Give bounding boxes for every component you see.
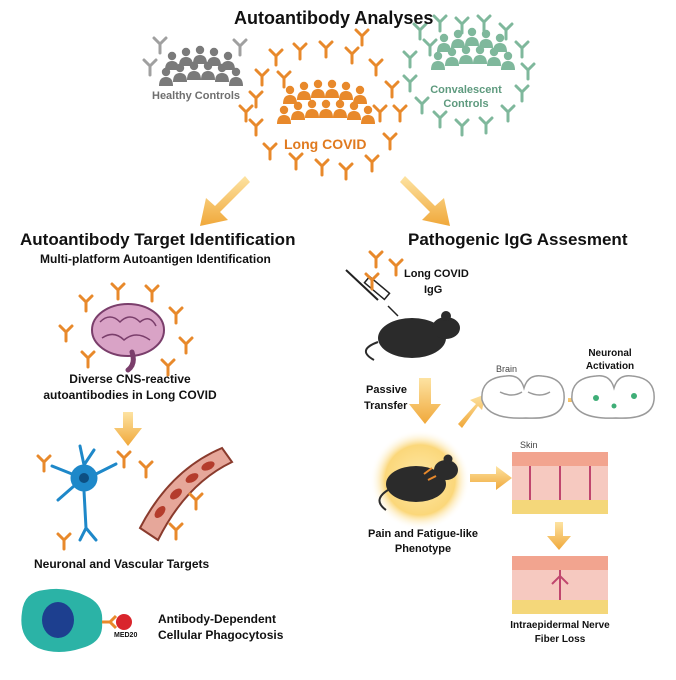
mouse-top-illustration xyxy=(365,311,460,361)
arrow-to-left xyxy=(200,176,250,226)
med20-label: MED20 xyxy=(114,632,138,639)
arrow-to-skin xyxy=(470,466,512,490)
syringe-illustration xyxy=(345,269,399,317)
nerve-label-1: Intraepidermal Nerve xyxy=(510,620,610,631)
activated-brain-slice xyxy=(571,375,655,419)
neuro-label-1: Neuronal xyxy=(588,348,632,359)
right-heading: Pathogenic IgG Assesment xyxy=(408,230,628,249)
cns-label-2: autoantibodies in Long COVID xyxy=(43,388,217,402)
healthy-controls-group xyxy=(159,45,243,86)
pain-label-1: Pain and Fatigue-like xyxy=(367,528,479,540)
brain-label: Brain xyxy=(496,364,518,374)
left-heading: Autoantibody Target Identification xyxy=(20,230,296,249)
brain-illustration xyxy=(91,303,165,373)
igg-label-1: Long COVID xyxy=(404,268,469,280)
neuron-illustration xyxy=(50,444,118,542)
left-subheading: Multi-platform Autoantigen Identificatio… xyxy=(40,252,271,266)
convalescent-label-1: Convalescent xyxy=(430,84,502,96)
long-covid-label: Long COVID xyxy=(284,136,367,152)
arrow-skin-to-nerve-loss xyxy=(547,522,571,550)
skin-label: Skin xyxy=(520,440,538,450)
arrow-to-right xyxy=(400,176,450,226)
targets-label: Neuronal and Vascular Targets xyxy=(34,557,210,571)
cns-label-1: Diverse CNS-reactive xyxy=(69,372,191,386)
skin-block-bottom xyxy=(512,556,608,614)
vessel-illustration xyxy=(138,446,234,542)
skin-block-top xyxy=(512,452,608,514)
arrow-to-brain xyxy=(458,394,486,428)
adcp-label-1: Antibody-Dependent xyxy=(158,612,276,626)
convalescent-label-2: Controls xyxy=(443,98,489,110)
igg-label-2: IgG xyxy=(424,284,443,296)
igg-antibodies xyxy=(364,250,404,291)
nerve-label-2: Fiber Loss xyxy=(534,634,586,645)
neuro-label-2: Activation xyxy=(585,361,635,372)
brain-slice xyxy=(481,375,565,419)
healthy-controls-label: Healthy Controls xyxy=(152,90,241,102)
arrow-passive-transfer xyxy=(409,378,441,424)
arrow-cns-to-targets xyxy=(114,412,142,446)
convalescent-controls-group xyxy=(431,27,515,70)
pain-label-2: Phenotype xyxy=(394,543,452,555)
page-title: Autoantibody Analyses xyxy=(234,8,434,28)
passive-label-1: Passive xyxy=(366,384,407,396)
mouse-bottom-illustration xyxy=(378,454,458,511)
phagocyte-illustration xyxy=(21,588,132,652)
adcp-label-2: Cellular Phagocytosis xyxy=(158,628,284,642)
passive-label-2: Transfer xyxy=(364,400,408,412)
long-covid-group xyxy=(277,79,375,124)
